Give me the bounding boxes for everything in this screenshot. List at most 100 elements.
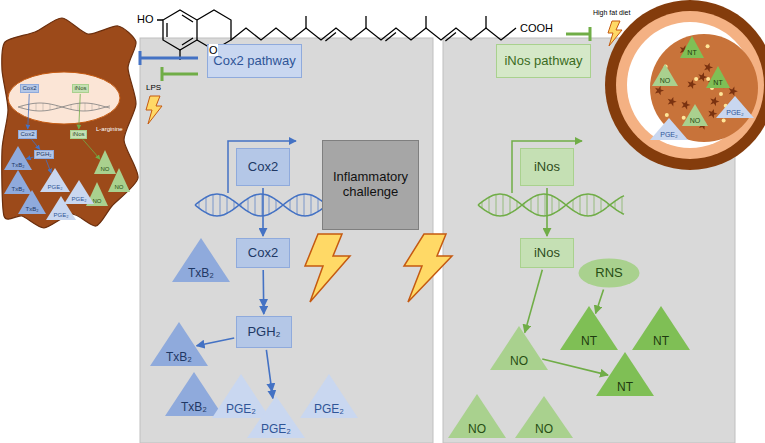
cox2-box: Cox2	[236, 148, 290, 186]
atom-label: O	[209, 44, 218, 56]
node-text: NT	[617, 381, 633, 395]
node-text: TxB₂	[12, 186, 25, 193]
nt-triangle: NT	[596, 352, 654, 396]
lipid-droplet	[706, 44, 710, 48]
nt-triangle: NT	[706, 66, 730, 88]
foam-cell	[682, 100, 691, 110]
dna-rung	[496, 194, 497, 215]
cox2-box: Cox2	[20, 84, 39, 93]
node-text: NO	[690, 117, 701, 125]
transcription-arrow	[512, 141, 582, 193]
dna-rung	[552, 196, 553, 214]
node-text: TxB₂	[26, 206, 39, 213]
triangle-outline	[150, 322, 208, 366]
no-triangle: NO	[682, 104, 708, 126]
lightning-bolt	[146, 96, 162, 124]
box-outline	[323, 141, 419, 230]
dna-strand	[478, 194, 624, 216]
arrow-connector	[542, 359, 608, 375]
lightning-bolt	[608, 21, 622, 46]
dna-rung	[227, 197, 228, 214]
dna-rung	[622, 197, 623, 214]
lightning-bolt	[305, 234, 350, 302]
foam-cell	[687, 80, 696, 90]
dna-rung	[234, 201, 235, 209]
dna-rung	[206, 197, 207, 213]
box-outline	[521, 149, 574, 186]
node-text: Cox2 pathway	[213, 54, 295, 69]
dna-rung	[311, 195, 312, 215]
dna-rung	[85, 103, 86, 111]
arrow-connector	[79, 94, 81, 129]
dna-rung	[106, 106, 107, 107]
box-outline	[19, 131, 37, 139]
node-text: iNos	[72, 131, 84, 138]
node-text: iNos	[534, 160, 560, 175]
dna-rung	[22, 106, 23, 108]
dna-rung	[524, 203, 525, 206]
node-text: NO	[101, 166, 110, 173]
substituent-bonds	[157, 20, 180, 60]
inos-box: iNos	[72, 84, 89, 93]
node-text: iNos pathway	[504, 54, 582, 69]
annotation-label: L-arginine	[96, 126, 123, 133]
dna-rung	[538, 195, 539, 215]
txb2-triangle: TxB₂	[172, 238, 230, 282]
node-text: PGE₂	[54, 212, 69, 219]
node-text: TxB₂	[188, 267, 214, 281]
triangle-outline	[4, 146, 32, 170]
dna-rung	[573, 200, 574, 211]
node-text: iNos	[74, 85, 86, 92]
methyl-bond	[305, 16, 306, 28]
nt-triangle: NT	[632, 306, 690, 350]
cox2-box: Cox2	[236, 238, 290, 268]
triangle-outline	[448, 394, 506, 438]
pathway-header: Cox2 pathway	[207, 44, 302, 78]
dna-rung	[255, 195, 256, 215]
triangle-outline	[46, 196, 76, 220]
triangle-outline	[172, 238, 230, 282]
box-outline	[237, 149, 290, 186]
box-outline	[521, 239, 574, 268]
dna-rung	[545, 194, 546, 216]
dna-rung	[283, 204, 284, 205]
dna-rung	[503, 194, 504, 215]
arrow-connector	[262, 270, 264, 314]
txb2-triangle: TxB₂	[165, 372, 223, 416]
no-triangle: NO	[108, 168, 130, 192]
nt-triangle: NT	[680, 36, 704, 58]
dna-rung	[213, 194, 214, 215]
node-text: NO	[510, 355, 528, 369]
box-outline	[73, 85, 89, 93]
node-text: TxB₂	[181, 401, 207, 415]
dna-rung	[608, 203, 609, 206]
aromatic-bonds	[167, 15, 193, 45]
artery-cross-section	[605, 0, 765, 170]
dna-rung	[199, 202, 200, 208]
pge2-triangle: PGE₂	[300, 374, 358, 418]
dna-rung	[587, 194, 588, 216]
triangle-outline	[64, 180, 94, 204]
pge2-triangle: PGE₂	[212, 374, 270, 418]
atom-label: COOH	[520, 22, 553, 34]
transcription-arrow	[228, 141, 296, 193]
arrow-connector	[525, 270, 543, 333]
inos-box: iNos	[520, 148, 574, 186]
node-text: PGE₂	[314, 403, 344, 417]
dna-rung	[43, 103, 44, 111]
node-text: Cox2	[20, 131, 34, 138]
dna-rung	[248, 198, 249, 211]
node-text: PGE₂	[726, 109, 744, 117]
node-text: Cox2	[22, 85, 36, 92]
dna-helices	[18, 103, 624, 216]
dna-rung	[510, 197, 511, 214]
methyl-bond	[485, 16, 486, 28]
foam-cell	[710, 97, 719, 107]
foam-cell	[729, 87, 738, 97]
node-text: iNos	[534, 246, 560, 261]
node-text: NO	[535, 423, 553, 437]
node-text: Cox2	[248, 246, 278, 261]
dna-rung	[71, 105, 72, 110]
annotation-label: LPS	[146, 84, 161, 93]
annotation-label: High fat diet	[593, 9, 630, 17]
